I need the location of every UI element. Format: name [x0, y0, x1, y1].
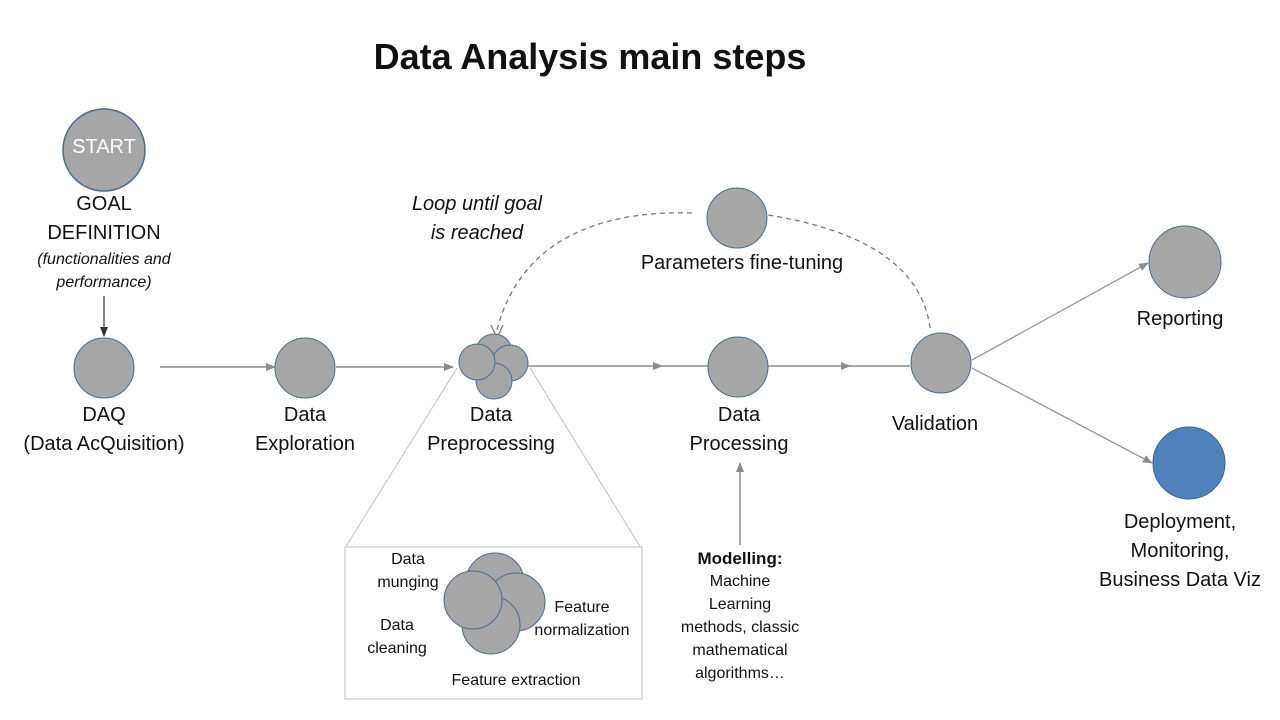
processing-label-line-1: Data	[717, 404, 761, 426]
goal-sub-line-1: (functionalities and	[37, 251, 171, 268]
preprocessing-label: Data Preprocessing	[411, 401, 571, 459]
edge-validation-to-reporting	[971, 262, 1149, 361]
modelling-line-4: mathematical	[692, 642, 788, 659]
daq-label: DAQ (Data AcQuisition)	[4, 401, 204, 459]
processing-label: Data Processing	[659, 401, 819, 459]
daq-label-line-2: (Data AcQuisition)	[23, 433, 185, 455]
cleaning-label: Data cleaning	[357, 614, 437, 660]
extraction-label: Feature extraction	[451, 672, 581, 689]
start-node	[62, 108, 146, 192]
modelling-line-3: methods, classic	[680, 619, 800, 636]
exploration-label-line-1: Data	[283, 404, 327, 426]
normalization-label-line-2: normalization	[534, 622, 630, 639]
modelling-line-1: Machine	[709, 573, 771, 590]
validation-label: Validation	[891, 413, 979, 435]
exploration-label: Data Exploration	[225, 401, 385, 459]
fine-tuning-label: Parameters fine-tuning	[640, 252, 844, 274]
deployment-label-line-1: Deployment,	[1123, 511, 1237, 533]
validation-node	[910, 332, 972, 394]
processing-label-line-2: Processing	[689, 433, 789, 455]
modelling-heading: Modelling:	[697, 549, 783, 568]
loop-dashed-arc	[496, 212, 931, 331]
normalization-label-line-1: Feature	[554, 599, 610, 616]
daq-label-line-1: DAQ	[82, 404, 126, 426]
modelling-line-5: algorithms…	[695, 665, 785, 682]
start-label: START	[72, 136, 136, 158]
normalization-label: Feature normalization	[527, 596, 637, 642]
goal-line-1: GOAL	[76, 193, 132, 215]
processing-node	[707, 336, 769, 398]
daq-node	[73, 337, 135, 399]
detail-node-cluster	[443, 552, 546, 655]
cleaning-label-line-1: Data	[380, 617, 414, 634]
page-title: Data Analysis main steps	[373, 36, 807, 77]
reporting-label: Reporting	[1136, 308, 1224, 330]
goal-sub-line-2: performance)	[56, 274, 152, 291]
preprocessing-node-cluster	[458, 333, 529, 400]
cleaning-label-line-2: cleaning	[367, 640, 427, 657]
preprocessing-label-line-1: Data	[469, 404, 513, 426]
deployment-label-line-2: Monitoring,	[1130, 540, 1230, 562]
goal-definition-label: GOAL DEFINITION	[4, 190, 204, 248]
zoom-line-right	[529, 367, 642, 549]
modelling-note: Modelling: Machine Learning methods, cla…	[660, 547, 820, 685]
loop-label-line-2: is reached	[430, 222, 524, 244]
exploration-label-line-2: Exploration	[254, 433, 356, 455]
munging-label-line-1: Data	[391, 551, 425, 568]
modelling-line-2: Learning	[708, 596, 772, 613]
zoom-line-left	[344, 367, 458, 549]
reporting-node	[1148, 225, 1222, 299]
exploration-node	[274, 337, 336, 399]
deployment-label-line-3: Business Data Viz	[1099, 569, 1261, 591]
fine-tuning-node	[706, 187, 768, 249]
preprocessing-label-line-2: Preprocessing	[427, 433, 555, 455]
loop-label-line-1: Loop until goal	[411, 193, 543, 215]
munging-label: Data munging	[368, 548, 448, 594]
goal-sublabel: (functionalities and performance)	[4, 248, 204, 294]
deployment-node	[1152, 426, 1226, 500]
munging-label-line-2: munging	[377, 574, 439, 591]
goal-line-2: DEFINITION	[47, 222, 161, 244]
loop-label: Loop until goal is reached	[387, 190, 567, 248]
deployment-label: Deployment, Monitoring, Business Data Vi…	[1080, 508, 1280, 595]
edge-validation-to-deployment	[971, 367, 1153, 464]
